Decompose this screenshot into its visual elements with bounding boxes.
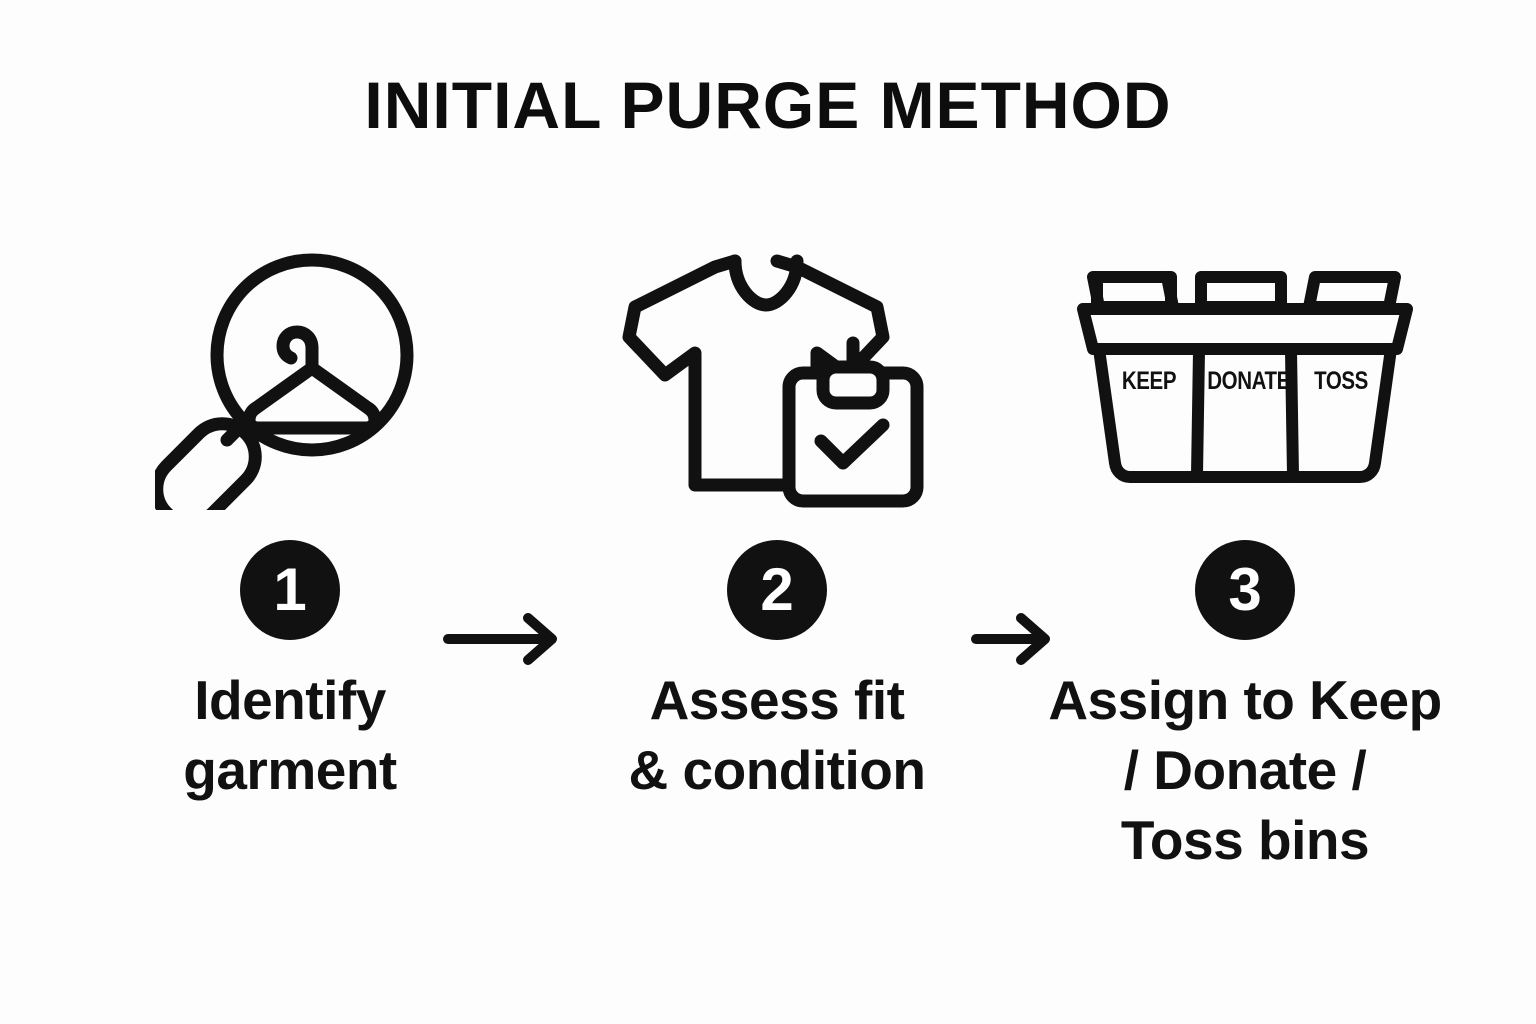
step-2: 2 Assess fit & condition [542, 240, 1012, 806]
step-2-icon-box [597, 240, 957, 520]
step-1-label: Identify garment [183, 669, 397, 801]
steps-row: 1 Identify garment [0, 240, 1536, 940]
step-1-badge: 1 [240, 540, 340, 640]
tshirt-clipboard-check-icon [617, 245, 937, 515]
step-2-label: Assess fit & condition [628, 669, 926, 801]
arrow-step1-to-step2 [440, 608, 565, 670]
step-3: KEEP DONATE TOSS 3 Assign to Keep / Dona… [1010, 240, 1480, 876]
step-1: 1 Identify garment [55, 240, 525, 806]
arrow-step2-to-step3 [968, 608, 1058, 670]
step-1-icon-box [110, 240, 470, 520]
step-3-badge: 3 [1195, 540, 1295, 640]
step-2-badge: 2 [727, 540, 827, 640]
page-title: INITIAL PURGE METHOD [364, 68, 1172, 142]
step-3-icon-box: KEEP DONATE TOSS [1065, 240, 1425, 520]
step-3-label: Assign to Keep / Donate / Toss bins [1048, 669, 1442, 871]
three-bin-sort-icon [1075, 265, 1415, 495]
magnifier-hanger-icon [155, 250, 425, 510]
